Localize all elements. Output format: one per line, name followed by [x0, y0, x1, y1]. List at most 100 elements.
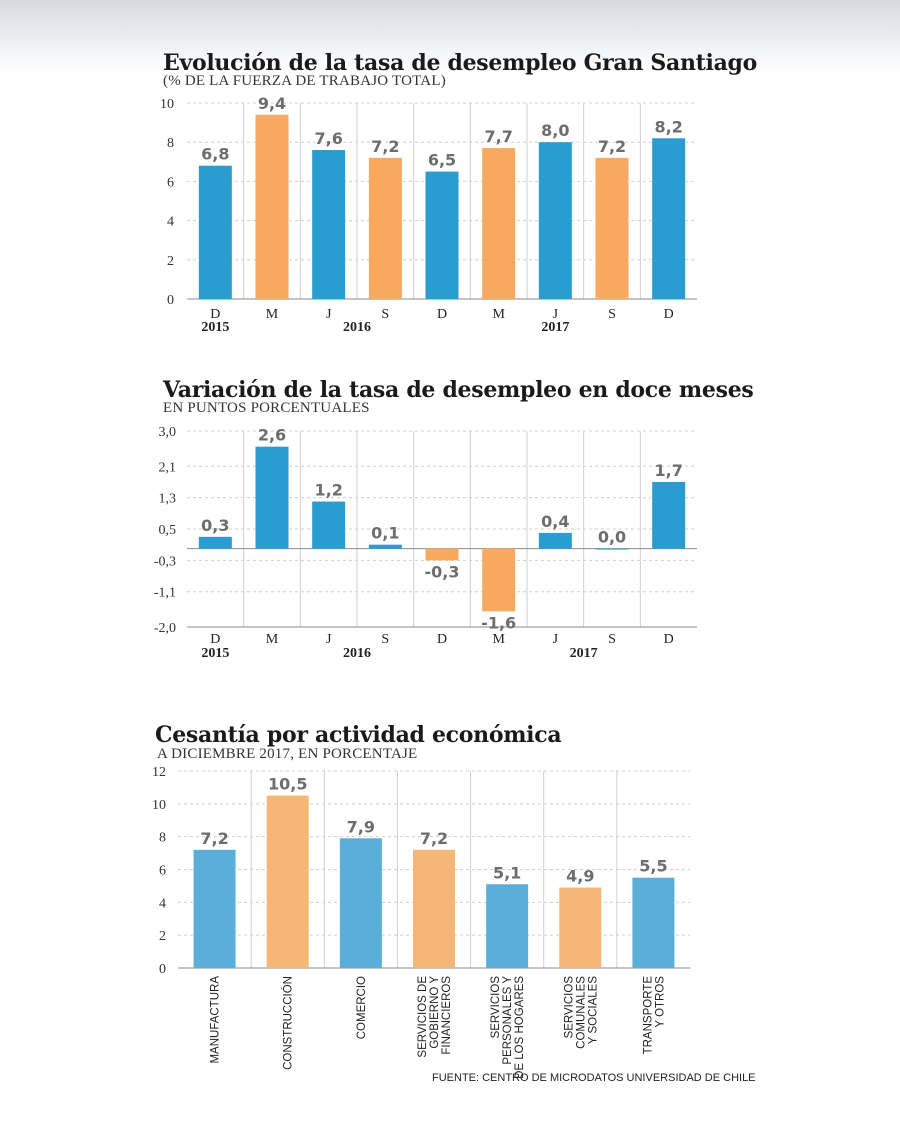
- bar: [632, 877, 675, 968]
- data-label: 7,2: [200, 829, 228, 848]
- year-label: 2016: [343, 646, 371, 661]
- y-tick-label: 10: [160, 97, 174, 112]
- data-label: 9,4: [258, 94, 286, 113]
- category-label: D: [437, 632, 447, 647]
- data-label: 5,1: [493, 863, 521, 882]
- y-tick-label: -2,0: [154, 621, 176, 636]
- category-label: J: [553, 307, 559, 322]
- bar: [193, 849, 236, 968]
- year-label: 2015: [201, 320, 229, 335]
- y-tick-label: 10: [152, 798, 166, 813]
- data-label: 6,8: [201, 145, 229, 164]
- y-tick-label: 2: [167, 254, 174, 269]
- category-label: M: [266, 307, 279, 322]
- category-label: M: [492, 632, 505, 647]
- bar: [413, 849, 455, 968]
- data-label: 5,5: [639, 857, 667, 876]
- bar: [486, 884, 529, 968]
- year-label: 2017: [541, 320, 569, 335]
- category-label: D: [664, 632, 674, 647]
- y-tick-label: 6: [167, 175, 174, 190]
- data-label: -0,3: [425, 562, 460, 581]
- data-label: 0,0: [598, 528, 626, 547]
- category-label: D: [437, 307, 447, 322]
- bar: [198, 165, 232, 299]
- category-label: DE LOS HOGARES: [514, 976, 526, 1079]
- category-label: M: [492, 307, 505, 322]
- data-label: 6,5: [428, 151, 456, 170]
- category-label: M: [266, 632, 279, 647]
- bar: [339, 838, 382, 968]
- data-label: 0,1: [371, 524, 399, 543]
- data-label: 0,3: [201, 516, 229, 535]
- y-tick-label: -1,1: [154, 586, 176, 601]
- bar: [266, 795, 309, 968]
- y-tick-label: -0,3: [154, 554, 176, 569]
- header-band: [0, 0, 900, 72]
- chart-title: Evolución de la tasa de desempleo Gran S…: [163, 50, 757, 76]
- y-tick-label: 1,3: [159, 492, 177, 507]
- category-label: FINANCIEROS: [441, 976, 453, 1055]
- data-label: 7,2: [598, 137, 626, 156]
- chart-subtitle: A DICIEMBRE 2017, EN PORCENTAJE: [157, 746, 418, 762]
- data-label: 0,4: [541, 512, 569, 531]
- y-tick-label: 2,1: [159, 460, 177, 475]
- bar: [652, 138, 686, 299]
- bar: [255, 114, 289, 299]
- category-label: CONSTRUCCIÓN: [282, 976, 295, 1070]
- y-tick-label: 0: [167, 293, 174, 308]
- y-tick-label: 8: [159, 831, 166, 846]
- bar: [595, 548, 629, 550]
- source-note: FUENTE: CENTRO DE MICRODATOS UNIVERSIDAD…: [432, 1072, 756, 1084]
- y-tick-label: 12: [152, 765, 166, 780]
- year-label: 2015: [201, 646, 229, 661]
- y-tick-label: 8: [167, 136, 174, 151]
- chart-subtitle: (% DE LA FUERZA DE TRABAJO TOTAL): [163, 73, 446, 89]
- data-label: 1,2: [314, 481, 342, 500]
- bar: [312, 150, 346, 299]
- y-tick-label: 4: [167, 215, 174, 230]
- y-tick-label: 2: [159, 929, 166, 944]
- bar: [538, 142, 572, 299]
- category-label: J: [326, 307, 332, 322]
- category-label: S: [381, 632, 389, 647]
- y-tick-label: 4: [159, 896, 166, 911]
- category-label: MANUFACTURA: [210, 976, 222, 1064]
- y-tick-label: 0,5: [159, 523, 177, 538]
- year-label: 2016: [343, 320, 371, 335]
- y-tick-label: 6: [159, 864, 166, 879]
- category-label: TRANSPORTE: [642, 976, 654, 1055]
- data-label: 8,2: [654, 117, 682, 136]
- category-label: S: [608, 307, 616, 322]
- bar: [425, 548, 459, 561]
- bar: [482, 148, 516, 299]
- data-label: 7,6: [314, 129, 342, 148]
- data-label: 7,2: [420, 829, 448, 848]
- bar: [312, 501, 346, 549]
- category-label: COMERCIO: [356, 976, 368, 1039]
- bar: [559, 887, 602, 968]
- data-label: 7,9: [347, 817, 375, 836]
- data-label: 8,0: [541, 121, 569, 140]
- year-label: 2017: [570, 646, 598, 661]
- category-label: COMUNALES: [575, 976, 587, 1049]
- data-label: 1,7: [654, 461, 682, 480]
- bar: [198, 536, 232, 549]
- bar: [652, 481, 686, 549]
- category-label: GOBIERNO Y: [429, 976, 441, 1049]
- y-tick-label: 3,0: [159, 425, 177, 440]
- category-label: S: [381, 307, 389, 322]
- category-label: SERVICIOS: [490, 976, 502, 1039]
- category-label: J: [326, 632, 332, 647]
- data-label: 7,2: [371, 137, 399, 156]
- y-tick-label: 0: [159, 962, 166, 977]
- bar: [595, 157, 629, 299]
- data-label: -1,6: [481, 613, 516, 632]
- bar: [425, 171, 459, 299]
- chart-title: Cesantía por actividad económica: [155, 722, 562, 748]
- bar: [368, 157, 402, 299]
- category-label: D: [664, 307, 674, 322]
- chart-title: Variación de la tasa de desempleo en doc…: [163, 377, 754, 403]
